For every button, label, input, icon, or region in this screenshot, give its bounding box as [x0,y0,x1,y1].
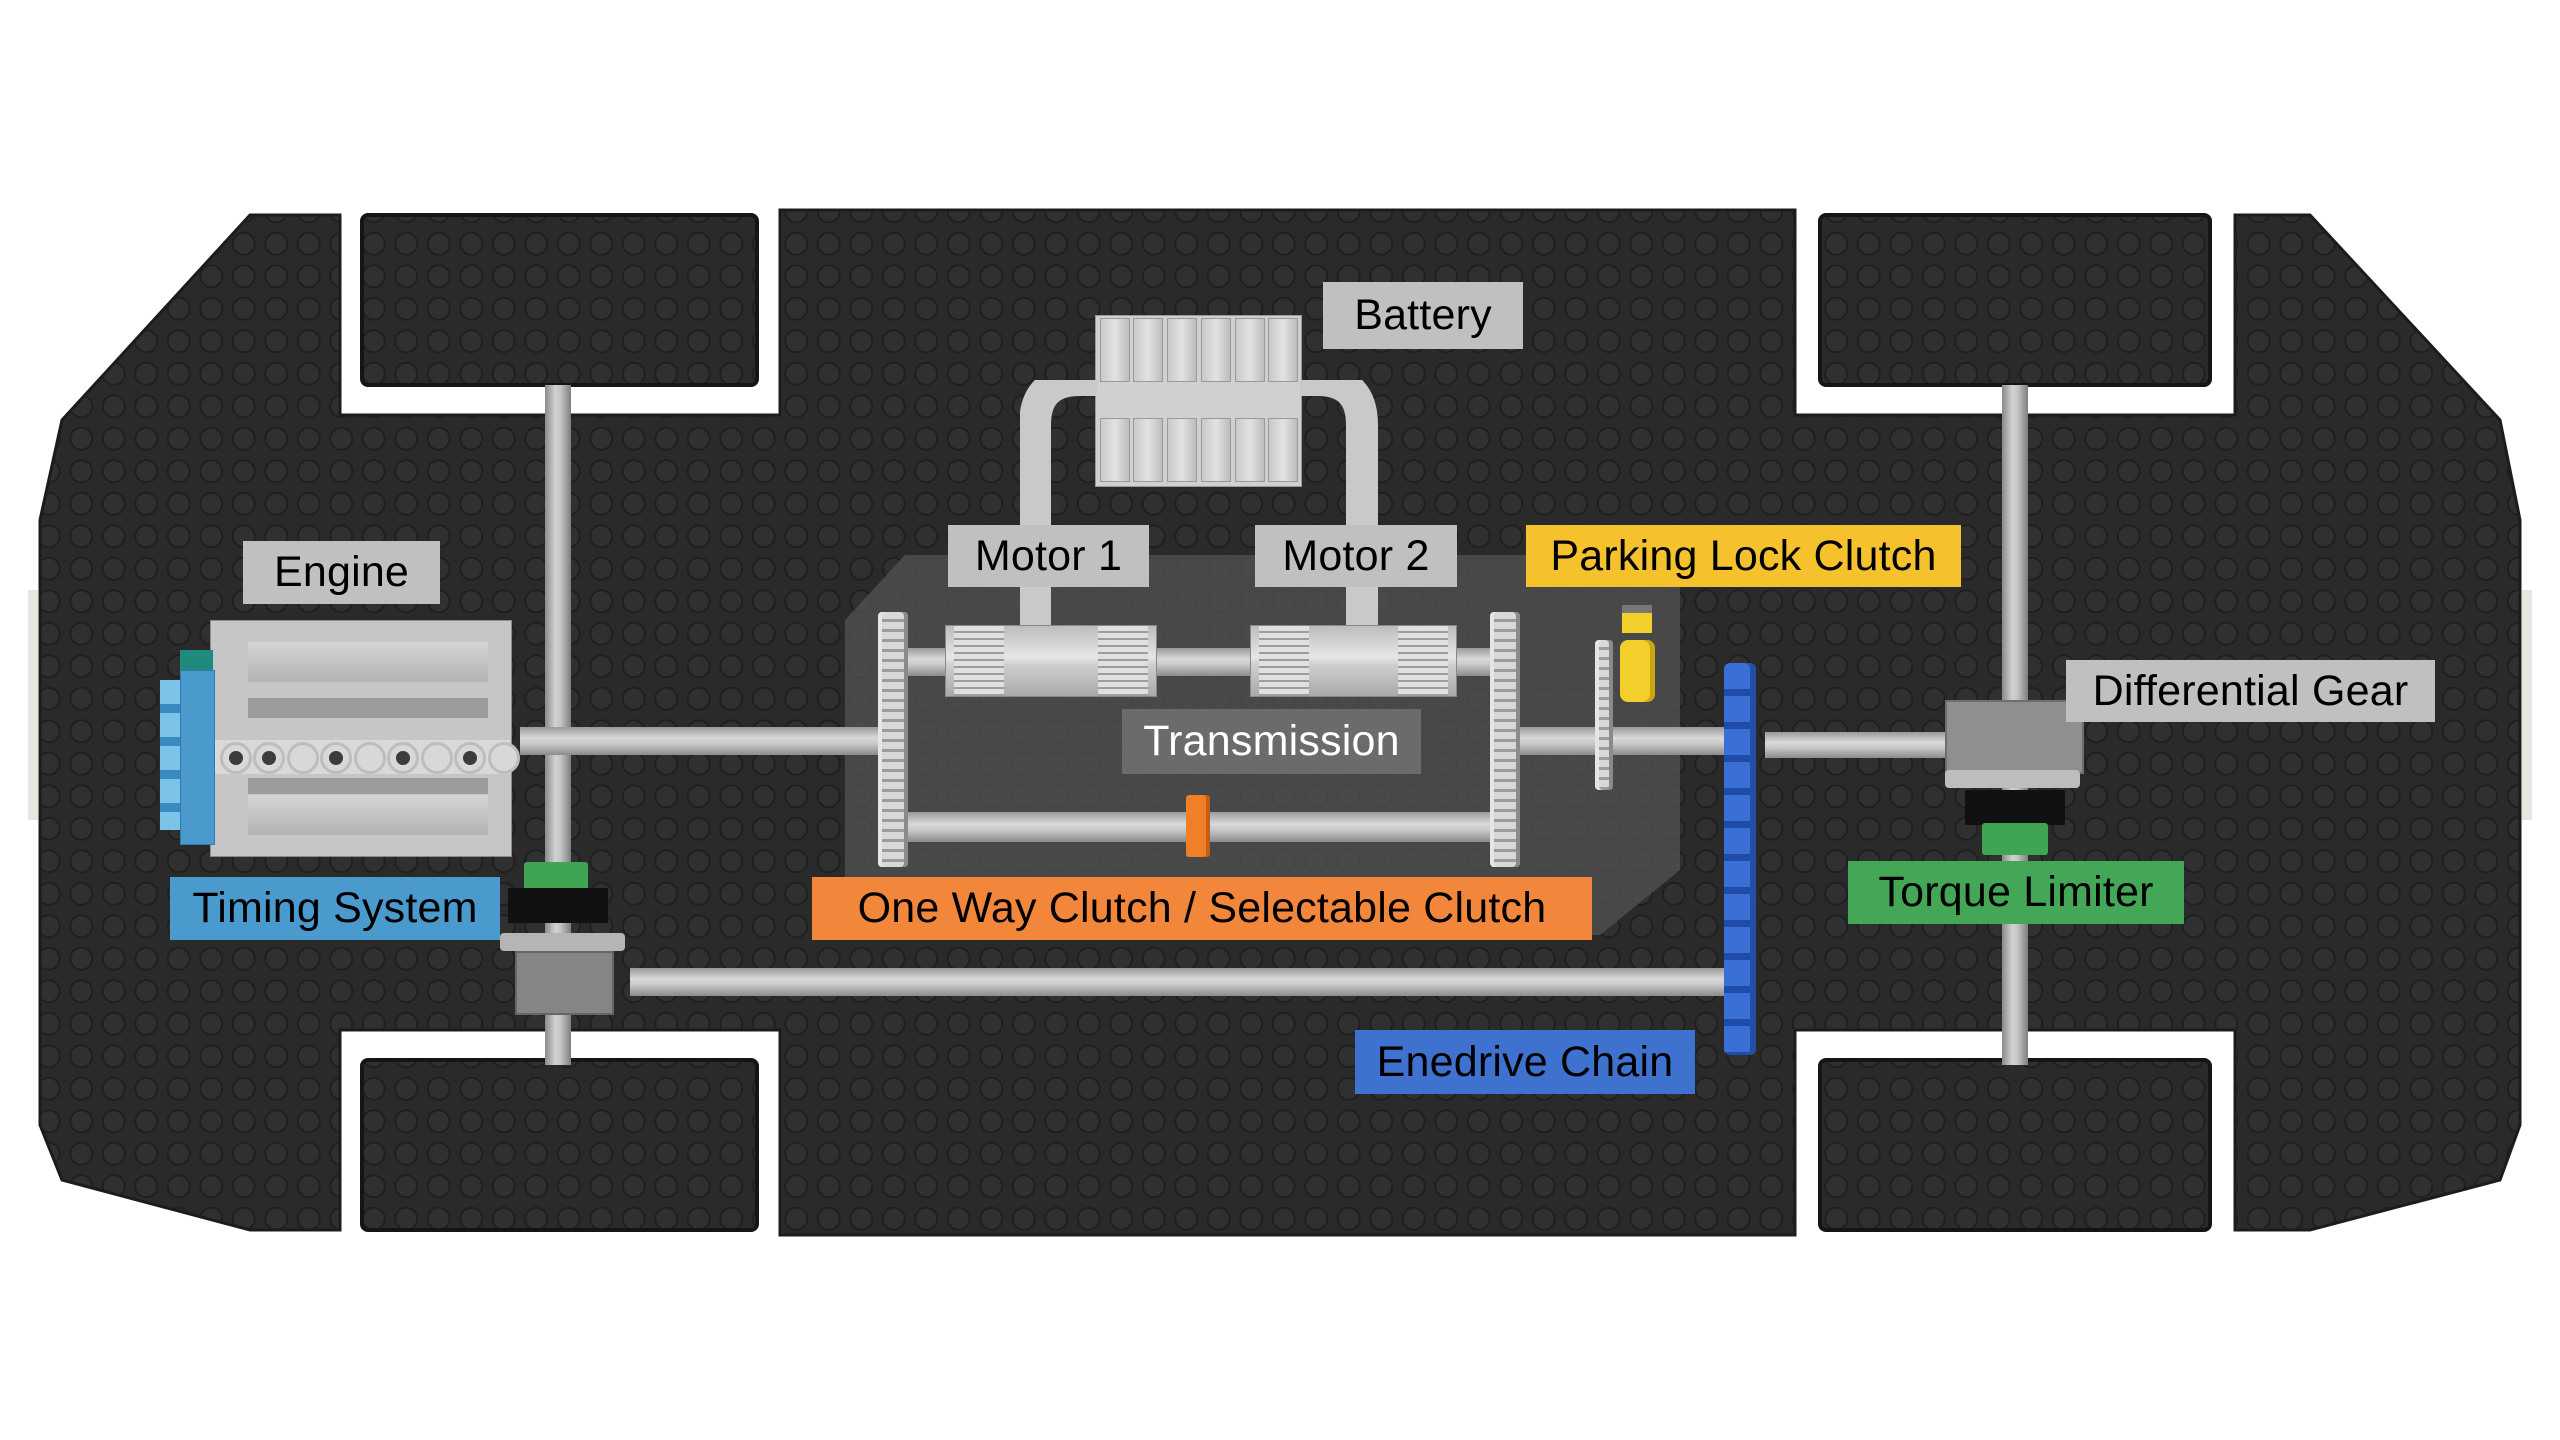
transmission-gear-right [1490,612,1520,867]
torque-limiter-black [1965,790,2065,825]
label-transmission: Transmission [1122,709,1421,774]
transmission-output-shaft [1520,727,1735,755]
wheel-rear-left [360,1058,759,1232]
label-parking-lock-clutch: Parking Lock Clutch [1526,525,1961,587]
timing-system-part [180,670,215,845]
wheel-front-left [360,213,759,387]
battery-cables [1020,380,1378,635]
front-light-right [2522,590,2532,820]
label-motor-1: Motor 1 [948,525,1149,587]
front-light-left [28,590,38,820]
label-engine: Engine [243,541,440,604]
differential-input-shaft [1765,732,1955,758]
label-torque-limiter: Torque Limiter [1848,861,2184,924]
differential-gear-unit [1945,700,2084,774]
parking-lock-clutch-part [1620,640,1655,702]
transmission-gear-left [878,612,908,867]
rear-propeller-shaft [630,968,1735,996]
motor-2-unit [1250,625,1457,697]
left-differential-body [515,951,614,1015]
motor-1-unit [945,625,1157,697]
label-differential-gear: Differential Gear [2066,660,2435,722]
battery [1095,315,1302,487]
enedrive-chain [1724,663,1756,1055]
differential-ring [1945,770,2080,788]
label-timing-system: Timing System [170,877,500,940]
engine-block [150,620,525,857]
engine-output-shaft [520,727,900,755]
wheel-rear-right [1818,1058,2212,1232]
label-battery: Battery [1323,282,1523,349]
parking-lock-gear [1595,640,1613,790]
label-motor-2: Motor 2 [1255,525,1457,587]
left-differential-black [508,888,608,923]
torque-limiter-part [1982,823,2048,855]
wheel-front-right [1818,213,2212,387]
left-differential-ring [500,933,625,951]
one-way-clutch-part [1186,795,1210,857]
parking-lock-pin [1622,605,1652,633]
label-enedrive-chain: Enedrive Chain [1355,1030,1695,1094]
label-one-way-clutch: One Way Clutch / Selectable Clutch [812,877,1592,940]
